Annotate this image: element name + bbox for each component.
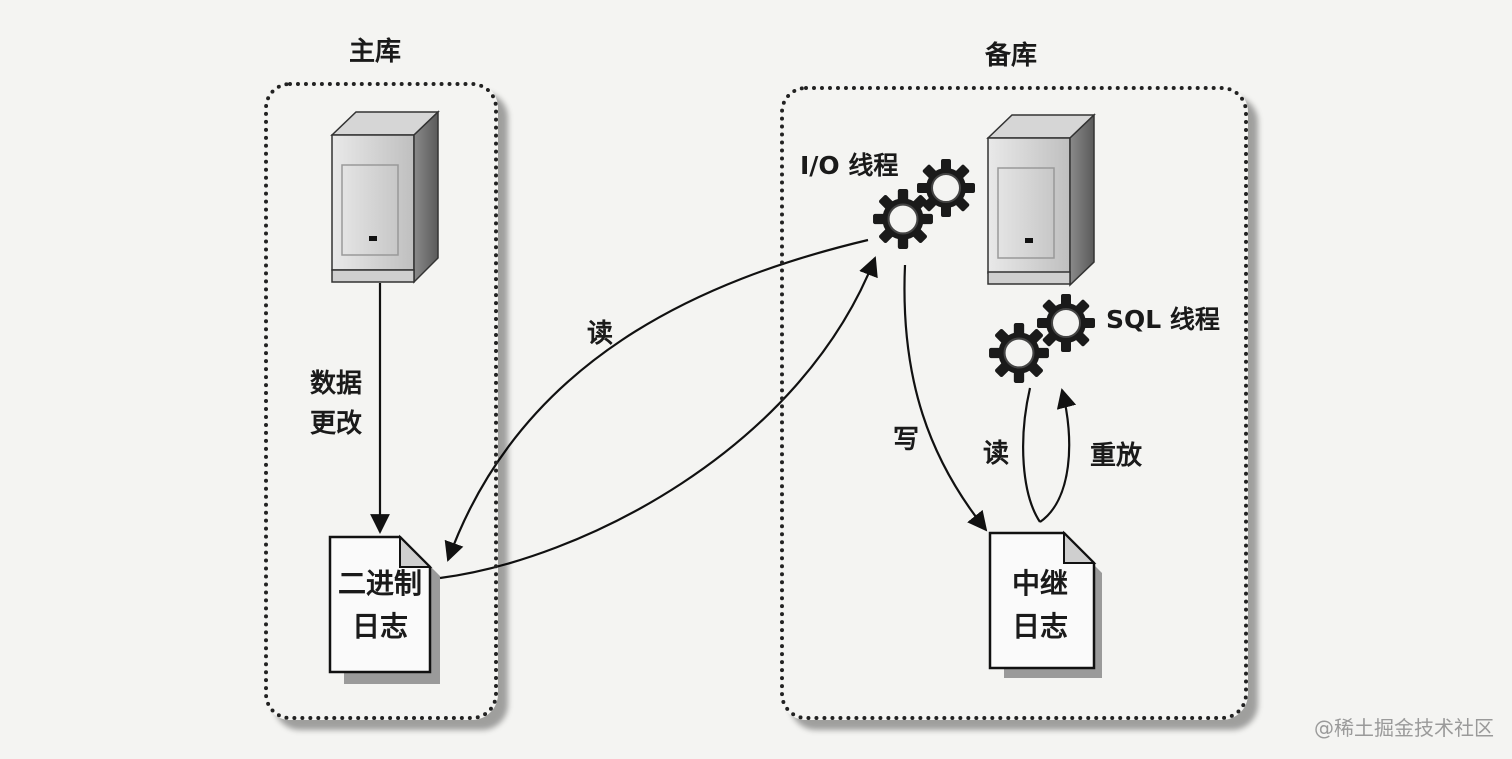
sql-read-arrow xyxy=(1022,387,1041,523)
master-server-icon xyxy=(330,110,440,284)
watermark: @稀土掘金技术社区 xyxy=(1314,716,1494,740)
data-change-label: 数据 更改 xyxy=(309,369,362,440)
replay-label: 重放 xyxy=(1089,441,1142,471)
io-read-arrow xyxy=(444,238,869,562)
relay-log-document-icon xyxy=(988,530,1102,678)
binlog-to-io-arrow xyxy=(439,256,878,580)
sql-thread-label: SQL 线程 xyxy=(1106,305,1220,334)
slave-container xyxy=(780,86,1248,720)
slave-server-icon xyxy=(986,113,1096,287)
master-container xyxy=(264,82,498,720)
write-label: 写 xyxy=(892,425,919,455)
relay-log-label: 中继 日志 xyxy=(1011,567,1068,644)
sql-replay-arrow xyxy=(1039,388,1077,523)
binlog-label: 二进制 日志 xyxy=(337,567,422,644)
binlog-document-icon xyxy=(328,534,440,684)
master-title: 主库 xyxy=(348,37,401,67)
io-thread-label: I/O 线程 xyxy=(800,151,899,180)
sql-read-label: 读 xyxy=(982,439,1009,469)
io-write-arrow xyxy=(903,264,988,532)
io-read-label: 读 xyxy=(586,319,613,349)
slave-title: 备库 xyxy=(984,41,1037,71)
